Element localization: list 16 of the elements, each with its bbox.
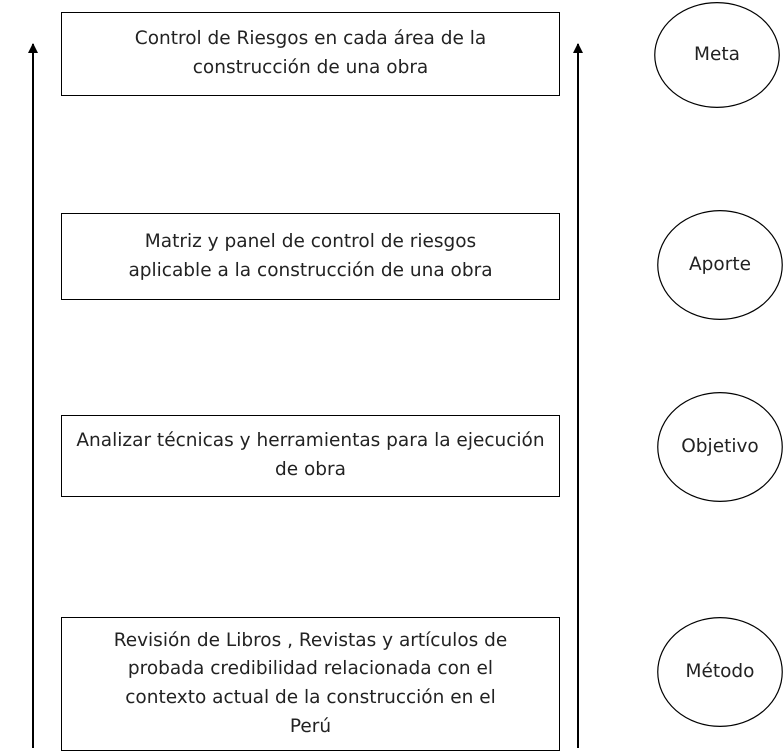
node-text: Aporte <box>689 252 751 277</box>
process-box <box>61 617 560 751</box>
ellipse-node <box>654 2 780 108</box>
ellipse-node <box>657 392 783 502</box>
process-box <box>61 415 560 497</box>
ellipse-node <box>657 210 783 320</box>
node-text: Método <box>686 660 754 684</box>
node-text: Objetivo <box>681 434 759 459</box>
node-text: Meta <box>694 42 740 67</box>
node-text: Matriz y panel de control de riesgos aplicable a la construcción de una obra <box>127 230 494 282</box>
node-text: Revisión de Libros , Revistas y artículos de probada credibilidad relacionada con el contexto actual de la construcción en el Perú <box>112 628 508 739</box>
ellipse-node <box>657 617 783 727</box>
process-box <box>61 12 560 96</box>
node-text: Control de Riesgos en cada área de la construcción de una obra <box>134 27 488 80</box>
node-text: Analizar técnicas y herramientas para la ejecución de obra <box>75 429 546 482</box>
process-box <box>61 213 560 300</box>
